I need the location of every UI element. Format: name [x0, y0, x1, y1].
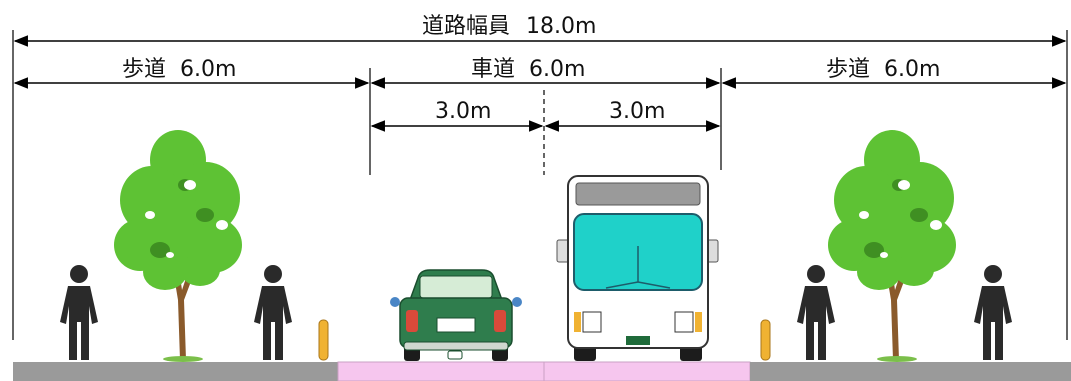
tree-icon	[114, 130, 242, 362]
pedestrian-icon	[974, 265, 1012, 360]
carriageway-surface-right	[543, 361, 751, 381]
bollard-icon	[760, 319, 771, 361]
lane-left-label: 3.0m	[435, 99, 491, 124]
pedestrian-icon	[797, 265, 835, 360]
lane-right-label: 3.0m	[609, 99, 665, 124]
left-sidewalk-surface	[13, 362, 338, 381]
car-icon	[390, 269, 522, 361]
bus-icon	[556, 175, 719, 361]
bollard-icon	[318, 319, 329, 361]
right-sidewalk-surface	[750, 362, 1071, 381]
pedestrian-icon	[254, 265, 292, 360]
tree-icon	[828, 130, 956, 362]
carriageway-surface-left	[337, 361, 545, 381]
pedestrian-icon	[60, 265, 98, 360]
